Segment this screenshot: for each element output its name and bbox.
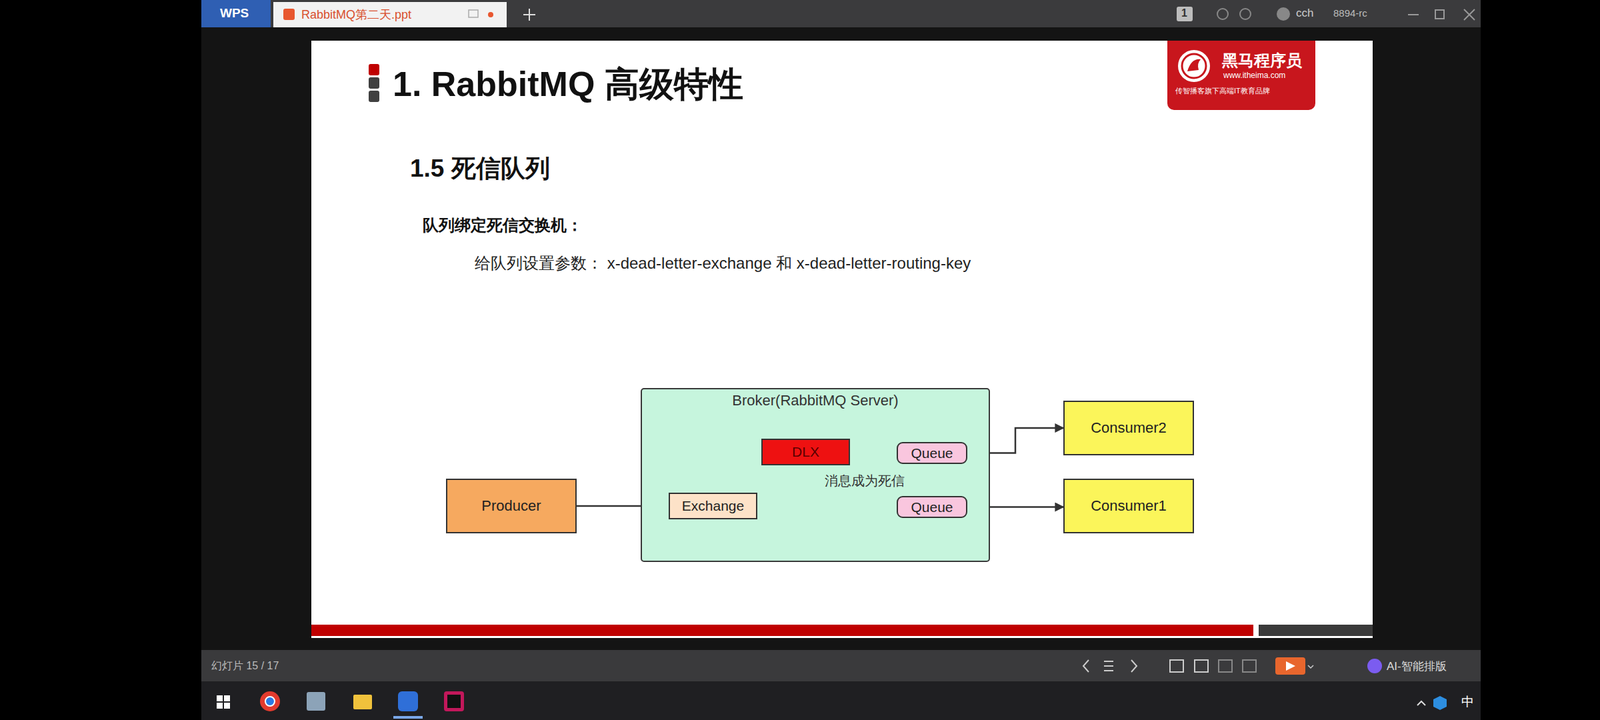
- avatar-icon: [1276, 7, 1290, 21]
- logo-emblem: [1176, 48, 1212, 84]
- ai-orb-icon: [1367, 658, 1382, 674]
- slide-footer-bar: [311, 624, 1254, 636]
- box-label: Consumer1: [1090, 497, 1167, 515]
- section-heading: 1.5 死信队列: [410, 152, 550, 186]
- next-icon: [1131, 660, 1137, 672]
- document-tab-title: RabbitMQ第二天.ppt: [301, 6, 412, 23]
- title-bullet: [368, 77, 380, 89]
- box-label: Producer: [481, 497, 541, 515]
- box-label: Queue: [910, 445, 953, 462]
- browser-icon: [265, 696, 275, 706]
- new-tab-icon: [523, 8, 536, 21]
- ai-layout-button: AI-智能排版: [1386, 658, 1447, 674]
- view-icon: [1170, 660, 1184, 672]
- ide-icon: [444, 691, 464, 712]
- tray-icon: [1417, 701, 1426, 706]
- play-icon: [1286, 661, 1296, 671]
- exchange-box: Exchange: [668, 492, 758, 520]
- close-icon: [1464, 9, 1475, 20]
- window-badge: 1: [1181, 7, 1188, 20]
- status-bar: [201, 650, 1481, 682]
- toolbar-icon: [1240, 8, 1251, 20]
- consumer-box: Consumer1: [1063, 478, 1194, 534]
- browser-icon: [260, 691, 280, 712]
- tab-icon: [468, 10, 478, 18]
- brand-name: 黑马程序员: [1222, 51, 1308, 70]
- taskbar: [201, 681, 1481, 720]
- slide-footer-bar: [1258, 624, 1373, 636]
- title-bullet: [368, 64, 380, 76]
- sub-heading: 队列绑定死信交换机：: [422, 214, 583, 236]
- window-ground: [201, 0, 1481, 682]
- view-icon: [1242, 660, 1256, 672]
- slide-counter: 幻灯片 15 / 17: [211, 659, 279, 674]
- view-icon: [1218, 660, 1232, 672]
- box-label: Queue: [910, 499, 953, 516]
- title-bullet: [368, 90, 380, 102]
- slide: [311, 40, 1373, 638]
- folder-icon: [353, 694, 372, 710]
- region-title: Broker(RabbitMQ Server): [642, 392, 989, 410]
- edge-label: 消息成为死信: [822, 473, 907, 488]
- toolbar-icon: [1217, 8, 1228, 20]
- app-name: WPS: [220, 6, 249, 21]
- document-tab: [273, 2, 507, 28]
- body-text: 给队列设置参数： x-dead-letter-exchange 和 x-dead…: [474, 252, 971, 274]
- slide-title: 1. RabbitMQ 高级特性: [392, 61, 744, 108]
- brand-slogan: 传智播客旗下高端IT教育品牌: [1175, 86, 1308, 96]
- box-label: Consumer2: [1090, 419, 1167, 437]
- box-label: Exchange: [682, 498, 744, 514]
- restore-icon: [1435, 10, 1444, 19]
- brand-url: www.itheima.com: [1223, 71, 1308, 81]
- app-icon: [306, 692, 326, 711]
- windows-logo: [216, 695, 230, 709]
- user-name: cch: [1296, 6, 1314, 20]
- tray-icon: [1433, 696, 1447, 710]
- wps-tab: [201, 0, 271, 28]
- box-label: DLX: [792, 444, 820, 460]
- producer-box: Producer: [446, 478, 577, 534]
- active-indicator: [393, 716, 423, 719]
- wps-app-icon: [398, 691, 418, 712]
- tab-bar: [201, 0, 1481, 28]
- consumer-box: Consumer2: [1063, 400, 1194, 456]
- prev-icon: [1083, 660, 1089, 672]
- brand-logo: 黑马程序员www.itheima.com 传智播客旗下高端IT教育品牌: [1167, 40, 1316, 110]
- file-icon: [283, 8, 295, 20]
- play-button: [1275, 657, 1306, 675]
- ide-icon: [447, 694, 461, 708]
- queue-box: Queue: [896, 442, 968, 464]
- list-icon: [1104, 661, 1114, 671]
- dead-letter-exchange: DLX: [761, 438, 850, 466]
- unsaved-dot: [488, 12, 494, 18]
- input-method: 中: [1461, 693, 1474, 711]
- badge-box: [1176, 6, 1193, 22]
- queue-box: Queue: [896, 496, 968, 518]
- minimize-icon: [1408, 14, 1419, 16]
- view-icon: [1194, 660, 1208, 672]
- broker-region: DLXQueueExchangeQueueBroker(RabbitMQ Ser…: [640, 388, 990, 562]
- dropdown-icon: [1308, 665, 1314, 668]
- user-id: 8894-rc: [1333, 7, 1368, 19]
